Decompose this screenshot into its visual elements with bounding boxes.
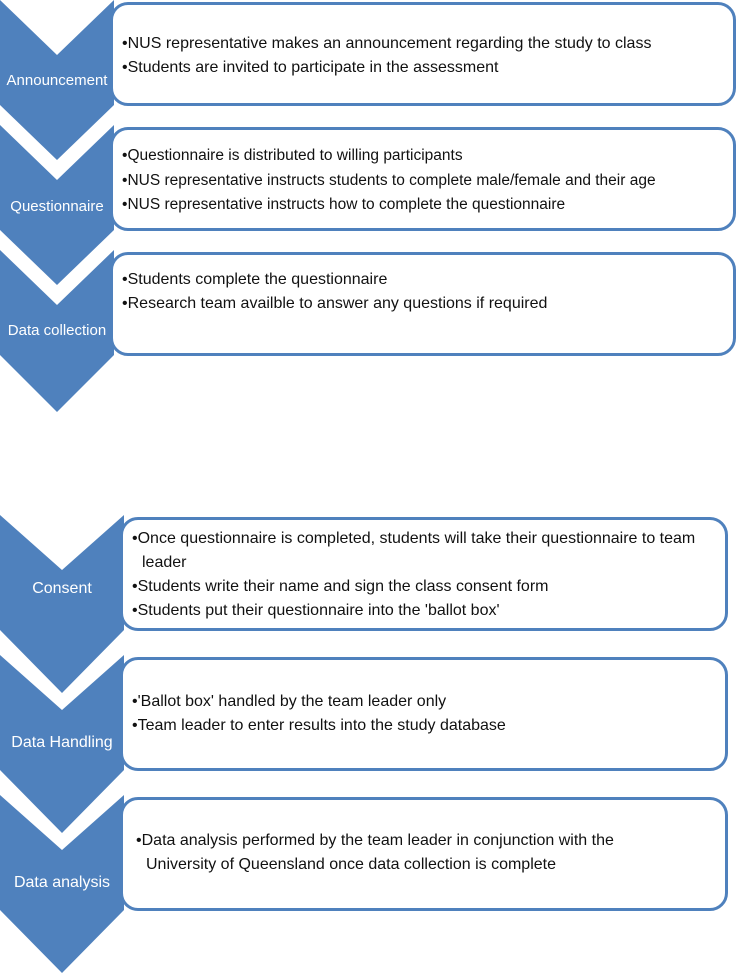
bullet-list-data-handling: 'Ballot box' handled by the team leader … xyxy=(132,690,716,738)
bullet-list-announcement: NUS representative makes an announcement… xyxy=(122,32,728,80)
stage-label-announcement: Announcement xyxy=(6,72,108,89)
bullet-item: NUS representative instructs students to… xyxy=(122,169,732,194)
chevron-announcement xyxy=(0,0,114,160)
chevron-data-collection xyxy=(0,250,114,412)
bullet-list-consent: Once questionnaire is completed, student… xyxy=(132,527,716,623)
bullet-list-data-collection: Students complete the questionnaire Rese… xyxy=(122,268,728,316)
bullet-item: NUS representative makes an announcement… xyxy=(122,32,728,56)
bullet-item: NUS representative instructs how to comp… xyxy=(122,193,732,218)
bullet-item: Questionnaire is distributed to willing … xyxy=(122,144,732,169)
bullet-item: Data analysis performed by the team lead… xyxy=(136,829,676,877)
bullet-item: Team leader to enter results into the st… xyxy=(132,714,716,738)
chevron-data-analysis xyxy=(0,795,124,973)
stage-label-consent: Consent xyxy=(32,580,92,597)
bullet-list-questionnaire: Questionnaire is distributed to willing … xyxy=(122,144,732,218)
stage-label-data-analysis: Data analysis xyxy=(13,874,111,891)
bullet-item: Research team availble to answer any que… xyxy=(122,292,728,316)
bullet-item: Students put their questionnaire into th… xyxy=(132,599,716,623)
bullet-item: Students complete the questionnaire xyxy=(122,268,728,292)
bullet-list-data-analysis: Data analysis performed by the team lead… xyxy=(136,829,676,877)
stage-label-questionnaire: Questionnaire xyxy=(10,198,104,215)
bullet-item: Students are invited to participate in t… xyxy=(122,56,728,80)
bullet-item: Students write their name and sign the c… xyxy=(132,575,716,599)
stage-label-data-handling: Data Handling xyxy=(11,734,113,751)
chevron-questionnaire xyxy=(0,125,114,285)
stage-label-data-collection: Data collection xyxy=(7,322,107,339)
chevron-consent xyxy=(0,515,124,693)
bullet-item: Once questionnaire is completed, student… xyxy=(132,527,716,575)
bullet-item: 'Ballot box' handled by the team leader … xyxy=(132,690,716,714)
chevron-data-handling xyxy=(0,655,124,833)
